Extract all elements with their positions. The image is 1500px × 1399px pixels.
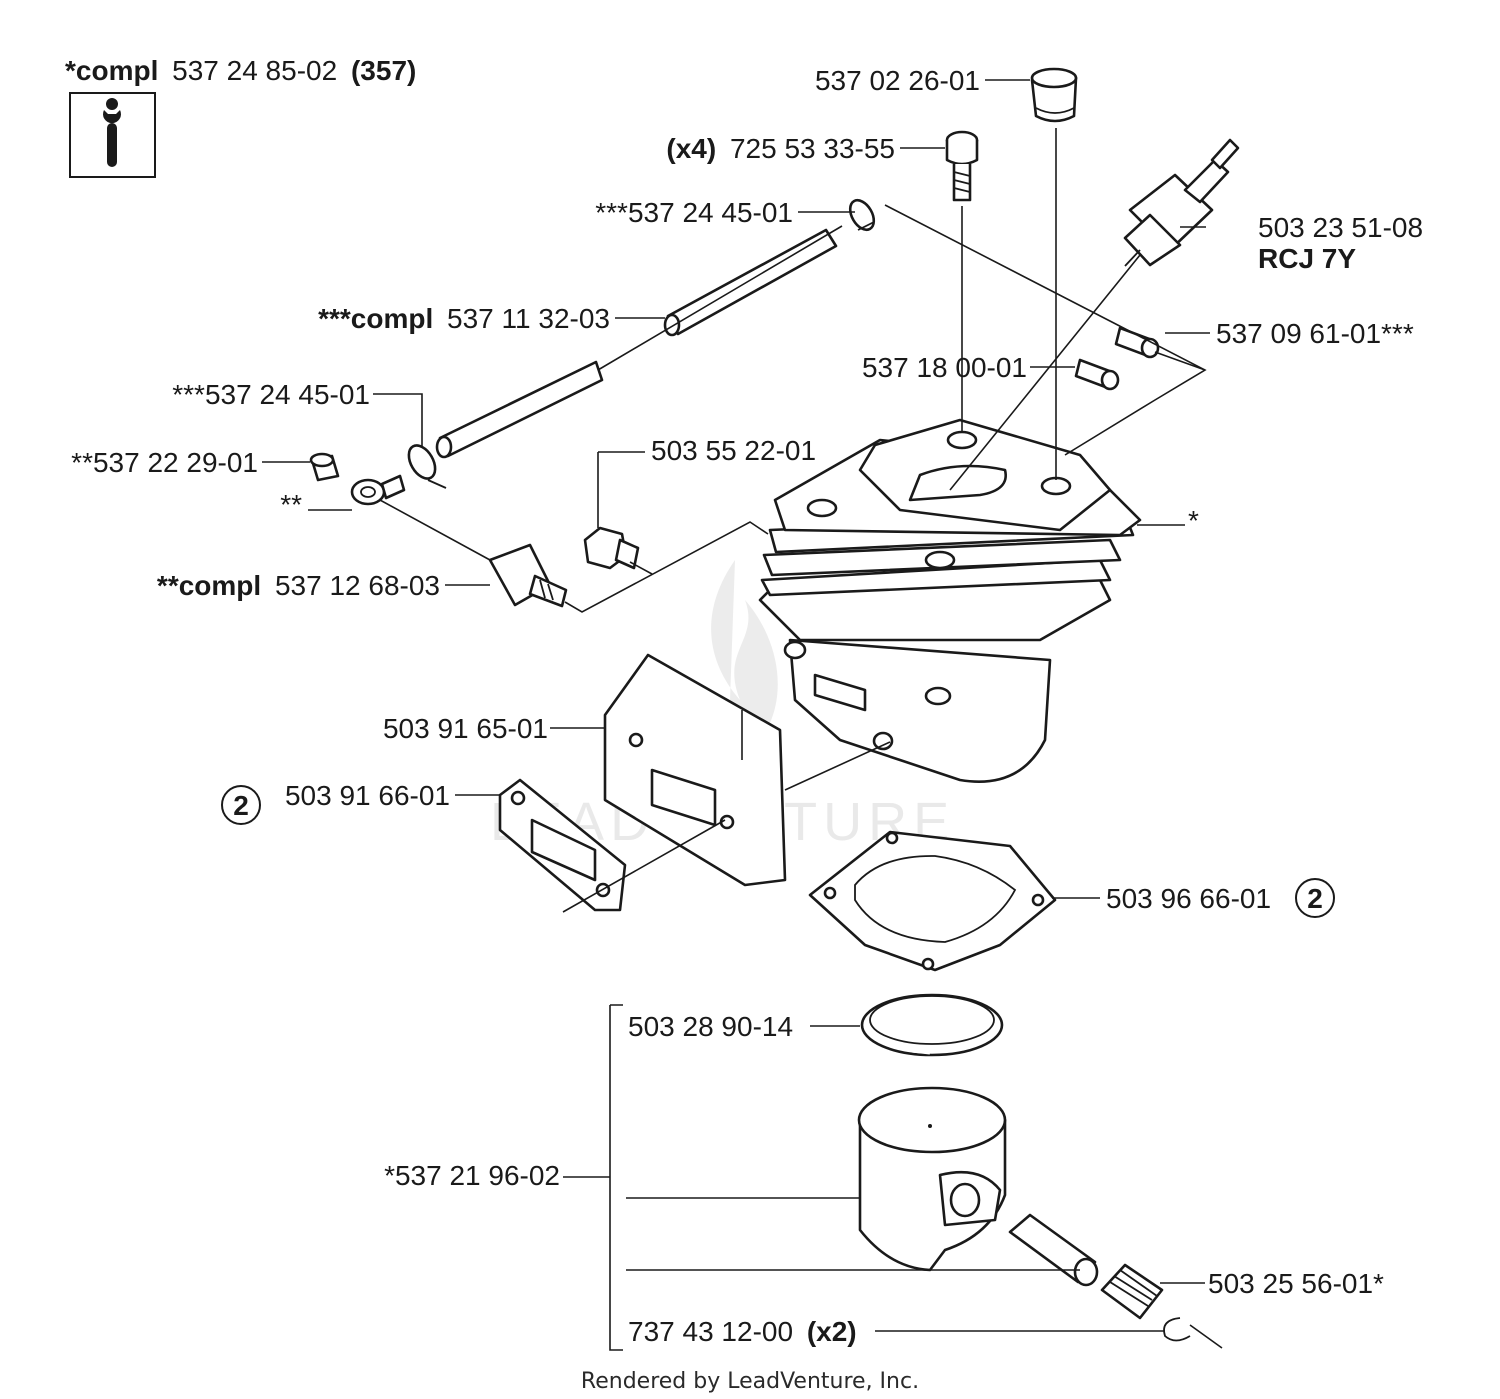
header-prefix: *compl [65, 55, 158, 86]
base-gasket [808, 830, 1057, 972]
label-circlip: 737 43 12-00 (x2) [628, 1316, 857, 1347]
wrench-info-icon [69, 92, 156, 178]
callout-left-text: 2 [233, 790, 249, 821]
label-circlip-qty: (x2) [807, 1316, 857, 1347]
label-circlip-number: 737 43 12-00 [628, 1316, 793, 1347]
cylinder [758, 418, 1142, 783]
label-nipple-small: **537 22 29-01 [71, 447, 258, 478]
hose-clip-lower [407, 444, 447, 489]
label-screw: (x4) 725 53 33-55 [666, 133, 895, 164]
label-piston: *537 21 96-02 [384, 1160, 560, 1191]
washer [350, 474, 406, 506]
label-clip-lower: ***537 24 45-01 [172, 379, 370, 410]
label-screw-number: 725 53 33-55 [730, 133, 895, 164]
callout-marker-left: 2 [221, 785, 261, 825]
label-spark-plug: 503 23 51-08 [1258, 212, 1423, 243]
label-clip-upper: ***537 24 45-01 [595, 197, 793, 228]
muffler-plate [603, 653, 787, 887]
label-spark-plug-type: RCJ 7Y [1258, 243, 1356, 274]
label-muffler-gasket: 503 91 66-01 [285, 780, 450, 811]
assembly-header: *compl 537 24 85-02 (357) [65, 55, 416, 86]
header-suffix: (357) [351, 55, 416, 86]
piston-pin [1008, 1213, 1099, 1287]
circlip [1163, 1317, 1191, 1342]
piston [857, 1086, 1007, 1272]
label-screw-qty: (x4) [666, 133, 716, 164]
callout-marker-right: 2 [1295, 878, 1335, 918]
muffler-gasket [498, 778, 627, 912]
impulse-hose [435, 228, 838, 459]
small-nipple [309, 452, 340, 482]
label-muffler-plate: 503 91 65-01 [383, 713, 548, 744]
piston-ring [860, 993, 1004, 1057]
label-plug-bolt: 503 55 22-01 [651, 435, 816, 466]
svg-text:*compl 537 24 85-02: *compl 537 24 85-02 (357) [65, 55, 416, 86]
label-valve-prefix: **compl [157, 570, 261, 601]
label-bearing: 503 25 56-01* [1208, 1268, 1384, 1299]
bushing-mid [1074, 358, 1120, 391]
needle-bearing [1100, 1263, 1164, 1320]
label-valve: **compl 537 12 68-03 [157, 570, 440, 601]
hose-clip-upper [848, 198, 876, 232]
callout-right-text: 2 [1307, 883, 1323, 914]
spark-plug [1123, 138, 1240, 267]
label-hose-number: 537 11 32-03 [447, 303, 610, 334]
footer-credit: Rendered by LeadVenture, Inc. [581, 1369, 919, 1394]
leader-lines [262, 79, 1223, 1351]
cylinder-screw [945, 130, 979, 202]
label-valve-number: 537 12 68-03 [275, 570, 440, 601]
label-piston-ring: 503 28 90-14 [628, 1011, 793, 1042]
label-hose-prefix: ***compl [318, 303, 433, 334]
plug-bolt [583, 526, 640, 570]
part-labels: 537 02 26-01 (x4) 725 53 33-55 ***537 24… [71, 65, 1423, 1347]
label-base-gasket: 503 96 66-01 [1106, 883, 1271, 914]
header-number: 537 24 85-02 [172, 55, 337, 86]
label-bushing-right: 537 09 61-01*** [1216, 318, 1414, 349]
decompression-valve [488, 543, 568, 608]
label-cylinder-star: * [1188, 505, 1199, 536]
label-double-star: ** [280, 489, 302, 520]
label-hose: ***compl 537 11 32-03 [318, 303, 610, 334]
decompression-cap [1030, 67, 1078, 123]
label-bushing-mid: 537 18 00-01 [862, 352, 1027, 383]
label-top-cap: 537 02 26-01 [815, 65, 980, 96]
